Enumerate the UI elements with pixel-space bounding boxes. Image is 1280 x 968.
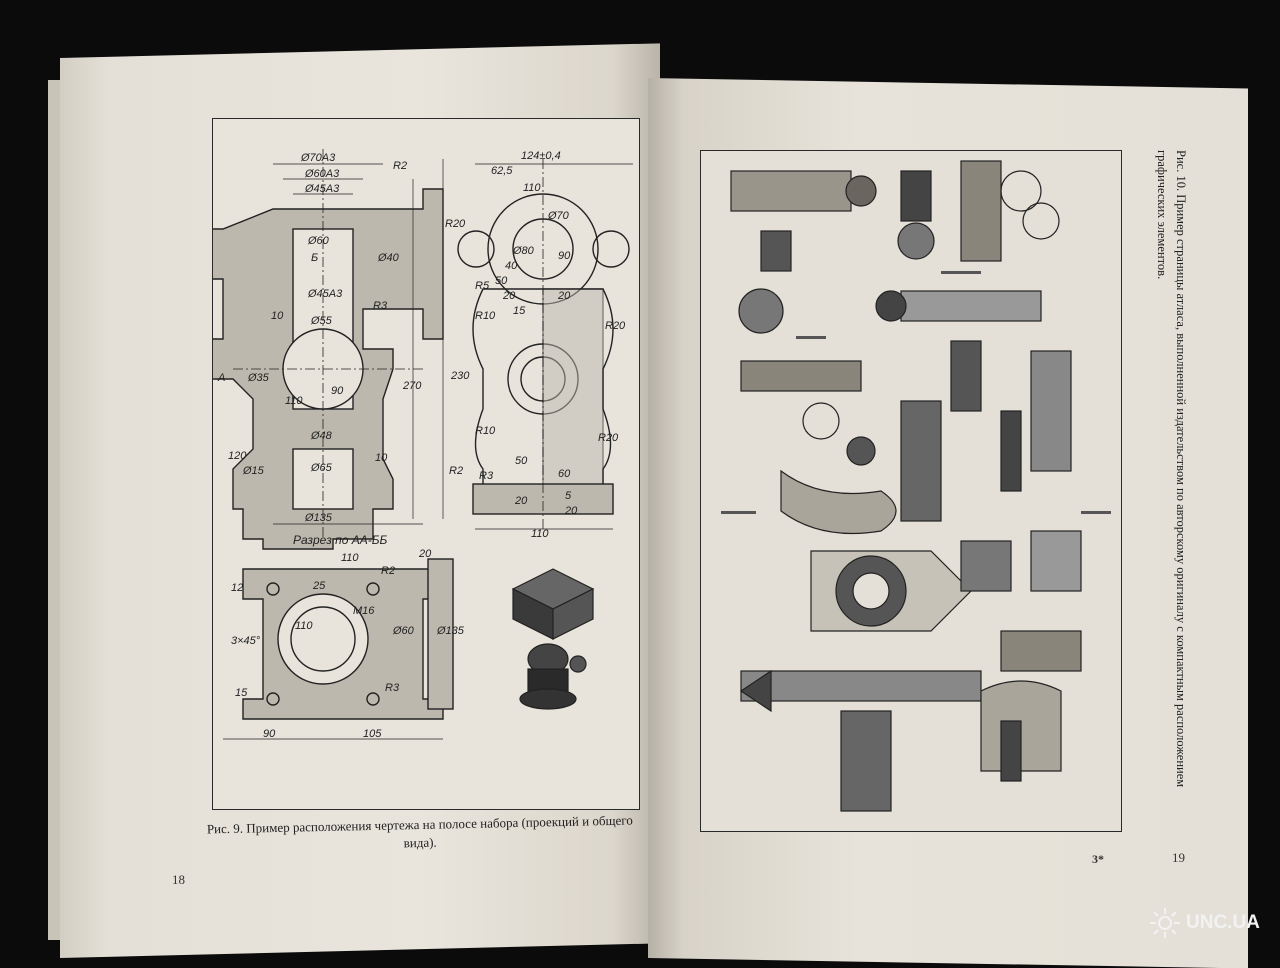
signature-mark: 3* (1092, 852, 1104, 866)
right-drawing-frame (700, 150, 1122, 832)
dim-label: R20 (445, 218, 466, 230)
dim-label: 15 (235, 687, 248, 699)
dim-label: Ø80 (512, 245, 535, 257)
side-view (457, 159, 633, 530)
dim-label: R20 (598, 432, 619, 444)
dim-label: 62,5 (491, 165, 513, 177)
dim-label: 20 (557, 290, 571, 302)
dim-label: 110 (341, 552, 359, 564)
dim-label: 90 (558, 250, 571, 262)
dim-label: R10 (475, 310, 496, 322)
dim-label: 230 (450, 370, 470, 382)
dim-label: Б (311, 252, 318, 264)
dim-label: R3 (479, 470, 494, 482)
dim-label: Ø135 (304, 512, 333, 524)
dim-label: Ø40 (377, 252, 400, 264)
dim-label: 25 (312, 580, 326, 592)
dim-label: 120 (228, 450, 247, 462)
section-label: Разрез по АА-ББ (293, 533, 388, 547)
plan-view (223, 558, 454, 740)
dim-label: R3 (385, 682, 400, 694)
watermark-sun-icon (1150, 908, 1180, 938)
dim-label: 15 (513, 305, 526, 317)
dim-label: R5 (475, 280, 490, 292)
dim-label: 3×45° (231, 635, 261, 647)
dim-label: 105 (363, 728, 382, 740)
dim-label: 124±0,4 (521, 150, 561, 162)
dim-label: 110 (531, 528, 549, 540)
dim-label: M16 (353, 605, 375, 617)
dim-label: R2 (393, 160, 407, 172)
dim-label: Ø48 (310, 430, 333, 442)
dim-label: 90 (263, 728, 276, 740)
dim-label: Ø35 (247, 372, 270, 384)
dim-label: R10 (475, 425, 496, 437)
atlas-parts (730, 160, 1082, 812)
dim-label: 20 (502, 290, 516, 302)
left-technical-drawing: Ø70A3 Ø60A3 Ø45A3 R2 R20 Ø60 Б Ø40 Ø45A3… (202, 149, 633, 740)
dim-label: Ø60 (392, 625, 415, 637)
dim-label: 60 (558, 468, 571, 480)
dim-label: 10 (375, 452, 388, 464)
dim-label: 40 (505, 260, 518, 272)
dim-label: 110 (285, 395, 303, 407)
dimension-labels: Ø70A3 Ø60A3 Ø45A3 R2 R20 Ø60 Б Ø40 Ø45A3… (217, 150, 626, 740)
dim-label: 20 (564, 505, 578, 517)
dim-label: 50 (495, 275, 508, 287)
dim-label: Ø15 (242, 465, 265, 477)
left-drawing-frame: Ø70A3 Ø60A3 Ø45A3 R2 R20 Ø60 Б Ø40 Ø45A3… (202, 118, 640, 810)
dim-label: Ø65 (310, 462, 333, 474)
dim-label: Ø70A3 (300, 152, 336, 164)
dim-label: R20 (605, 320, 626, 332)
dim-label: Ø55 (310, 315, 333, 327)
dim-label: А (217, 372, 225, 384)
page-number-right: 19 (1172, 850, 1185, 865)
section-view (202, 149, 444, 550)
dim-label: Ø45A3 (304, 183, 340, 195)
dim-label: R3 (373, 300, 388, 312)
watermark-text: UNC.UA (1186, 912, 1260, 933)
dim-label: Ø135 (436, 625, 465, 637)
dim-label: Ø45A3 (307, 288, 343, 300)
dim-label: 10 (271, 310, 284, 322)
watermark: UNC.UA (1148, 904, 1268, 944)
dim-label: R2 (449, 465, 463, 477)
dim-label: 90 (331, 385, 344, 397)
dim-label: 20 (514, 495, 528, 507)
dim-label: R2 (381, 565, 395, 577)
dim-label: 12 (231, 582, 243, 594)
atlas-tiny-labels (721, 271, 1111, 514)
dim-label: 110 (523, 182, 541, 194)
page-number-left: 18 (172, 872, 185, 887)
dim-label: 20 (418, 548, 432, 560)
dim-label: Ø60A3 (304, 168, 340, 180)
isometric-view (511, 568, 595, 710)
dim-label: Ø70 (547, 210, 570, 222)
dim-label: 110 (295, 620, 313, 632)
dim-label: Ø60 (307, 235, 330, 247)
dim-label: 5 (565, 490, 572, 502)
dim-label: 50 (515, 455, 528, 467)
atlas-page-drawing (721, 160, 1111, 812)
dim-label: 270 (402, 380, 422, 392)
figure-10-caption: Рис. 10. Пример страницы атласа, выполне… (1155, 150, 1188, 788)
